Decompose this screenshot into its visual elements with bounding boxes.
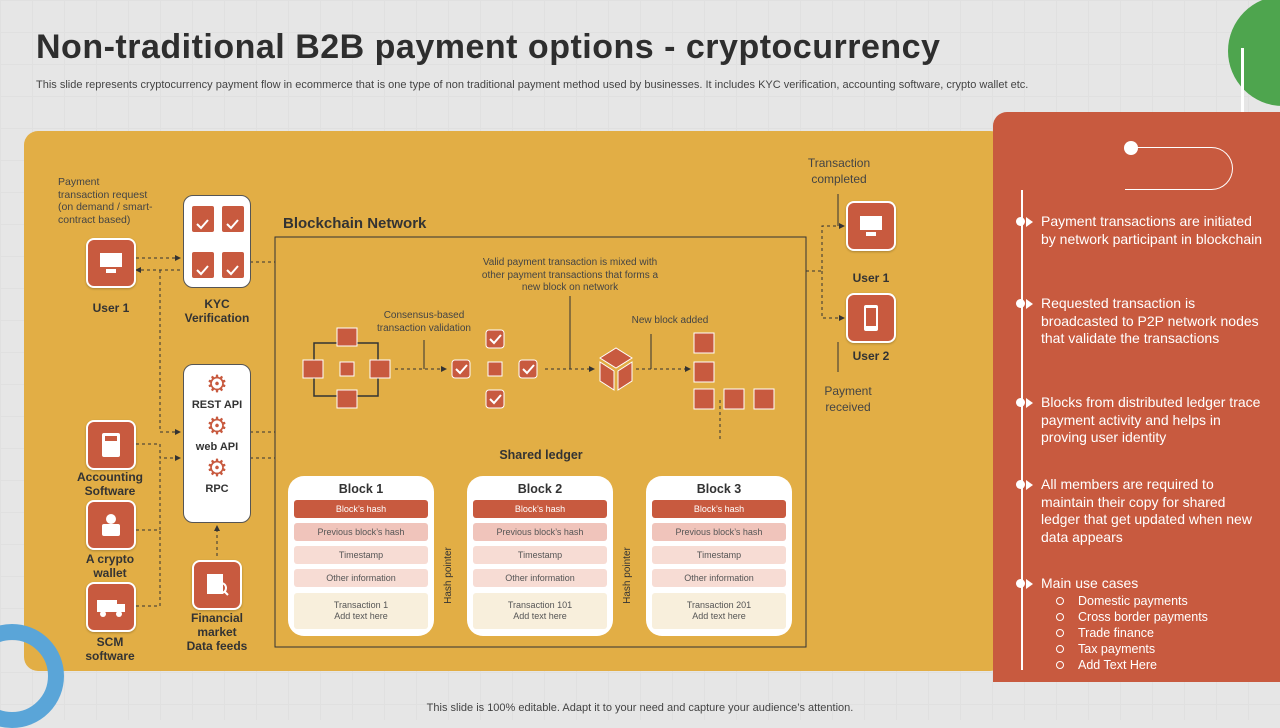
page-subtitle: This slide represents cryptocurrency pay… (36, 79, 1029, 91)
block-hash: Block’s hash (294, 500, 428, 518)
bullet-item: All members are required to maintain the… (1016, 476, 1266, 546)
other-info: Other information (473, 569, 607, 587)
ledger-block: Block 3 Block’s hash Previous block’s ha… (646, 476, 792, 636)
shared-ledger-label: Shared ledger (499, 448, 583, 462)
timestamp: Timestamp (294, 546, 428, 564)
gear-icon: ⚙ (206, 455, 228, 482)
computer-icon (86, 238, 136, 288)
new-block-note: New block added (631, 315, 709, 326)
gear-icon: ⚙ (206, 413, 228, 440)
hash-pointer-label: Hash pointer (621, 547, 633, 604)
api-box: ⚙ REST API ⚙ web API ⚙ RPC (183, 364, 251, 523)
previous-hash: Previous block’s hash (652, 523, 786, 541)
block-title: Block 3 (696, 482, 742, 496)
use-case-item: Add Text Here (1056, 657, 1266, 673)
block-hash: Block’s hash (652, 500, 786, 518)
decorative-line (1241, 48, 1244, 122)
user1-label: User 1 (92, 301, 130, 315)
ledger-block: Block 1 Block’s hash Previous block’s ha… (288, 476, 434, 636)
notes-panel (993, 112, 1280, 682)
wallet-icon (86, 500, 136, 550)
truck-icon (86, 582, 136, 632)
hash-pointer-label: Hash pointer (442, 547, 454, 604)
use-case-item: Domestic payments (1056, 593, 1266, 609)
use-case-item: Trade finance (1056, 625, 1266, 641)
calculator-icon (86, 420, 136, 470)
kyc-box (183, 195, 251, 288)
use-case-item: Cross border payments (1056, 609, 1266, 625)
decorative-curve (1125, 147, 1233, 190)
user2-label: User 2 (852, 349, 890, 363)
block-title: Block 2 (517, 482, 563, 496)
other-info: Other information (294, 569, 428, 587)
mobile-payment-icon (846, 293, 896, 343)
decorative-dot (1124, 141, 1138, 155)
timeline-line (1021, 190, 1023, 670)
user1-right-label: User 1 (852, 271, 890, 285)
use-case-item: Tax payments (1056, 641, 1266, 657)
gear-icon: ⚙ (206, 371, 228, 398)
bullet-item: Requested transaction is broadcasted to … (1016, 295, 1266, 348)
other-info: Other information (652, 569, 786, 587)
use-case-list: Domestic payments Cross border payments … (1056, 593, 1266, 673)
bullet-item-use-cases: Main use cases Domestic payments Cross b… (1016, 575, 1266, 673)
page-title: Non-traditional B2B payment options - cr… (36, 28, 941, 66)
market-report-icon (192, 560, 242, 610)
block-hash: Block’s hash (473, 500, 607, 518)
rpc-label: RPC (205, 483, 229, 495)
timestamp: Timestamp (473, 546, 607, 564)
bullet-item: Blocks from distributed ledger trace pay… (1016, 394, 1266, 447)
rest-api-label: REST API (191, 399, 243, 411)
computer-icon (846, 201, 896, 251)
previous-hash: Previous block’s hash (473, 523, 607, 541)
ledger-block: Block 2 Block’s hash Previous block’s ha… (467, 476, 613, 636)
web-api-label: web API (195, 441, 239, 453)
footer-note: This slide is 100% editable. Adapt it to… (426, 702, 854, 714)
block-title: Block 1 (338, 482, 384, 496)
kyc-documents-icon (192, 206, 244, 278)
network-title: Blockchain Network (283, 215, 427, 232)
bullet-item: Payment transactions are initiated by ne… (1016, 213, 1266, 248)
timestamp: Timestamp (652, 546, 786, 564)
previous-hash: Previous block’s hash (294, 523, 428, 541)
